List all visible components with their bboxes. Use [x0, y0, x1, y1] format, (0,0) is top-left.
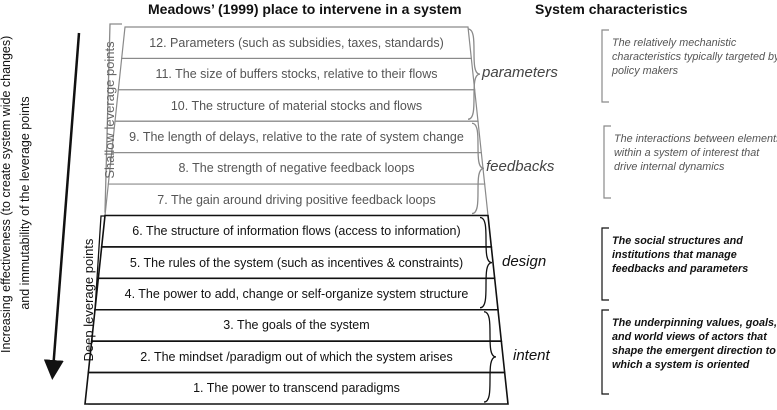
- feedbacks-description-bracket: [603, 125, 611, 199]
- design-brace: [479, 216, 493, 309]
- level-2-label: 2. The mindset /paradigm out of which th…: [140, 349, 453, 364]
- right-header: System characteristics: [535, 1, 688, 17]
- level-10-label: 10. The structure of material stocks and…: [170, 98, 423, 113]
- parameters-description-bracket: [601, 29, 609, 103]
- level-8-label: 8. The strength of negative feedback loo…: [178, 161, 415, 176]
- level-11-label: 11. The size of buffers stocks, relative…: [155, 67, 438, 82]
- level-1-row: [84, 371, 509, 405]
- level-12-label: 12. Parameters (such as subsidies, taxes…: [149, 35, 444, 50]
- level-1-label: 1. The power to transcend paradigms: [193, 381, 400, 396]
- category-parameters-description: The relatively mechanistic characteristi…: [612, 37, 777, 77]
- parameters-brace: [467, 28, 481, 120]
- feedbacks-brace: [471, 122, 485, 215]
- category-feedbacks: feedbacks: [486, 158, 555, 176]
- category-parameters: parameters: [482, 64, 558, 82]
- level-9-label: 9. The length of delays, relative to the…: [129, 129, 464, 144]
- level-3-label: 3. The goals of the system: [223, 318, 370, 333]
- category-feedbacks-description: The interactions between elements within…: [614, 133, 777, 173]
- left-header: Meadows’ (1999) place to intervene in a …: [148, 1, 462, 17]
- effectiveness-label-line1: Increasing effectiveness (to create syst…: [0, 35, 13, 353]
- design-description-bracket: [601, 227, 609, 301]
- level-5-label: 5. The rules of the system (such as ince…: [129, 255, 464, 270]
- category-intent-description: The underpinning values, goals, and worl…: [612, 317, 777, 371]
- level-6-label: 6. The structure of information flows (a…: [132, 224, 461, 239]
- level-4-label: 4. The power to add, change or self-orga…: [124, 287, 469, 302]
- category-design: design: [502, 252, 547, 270]
- intent-description-bracket: [601, 309, 609, 395]
- category-intent: intent: [513, 346, 550, 364]
- effectiveness-label-line2: and immutability of the leverage points: [18, 96, 32, 310]
- category-design-description: The social structures and institutions t…: [612, 235, 749, 275]
- effectiveness-label: Increasing effectiveness (to create syst…: [0, 35, 35, 353]
- level-7-label: 7. The gain around driving positive feed…: [157, 192, 436, 207]
- intent-brace: [483, 311, 497, 403]
- effectiveness-arrow: [43, 32, 81, 380]
